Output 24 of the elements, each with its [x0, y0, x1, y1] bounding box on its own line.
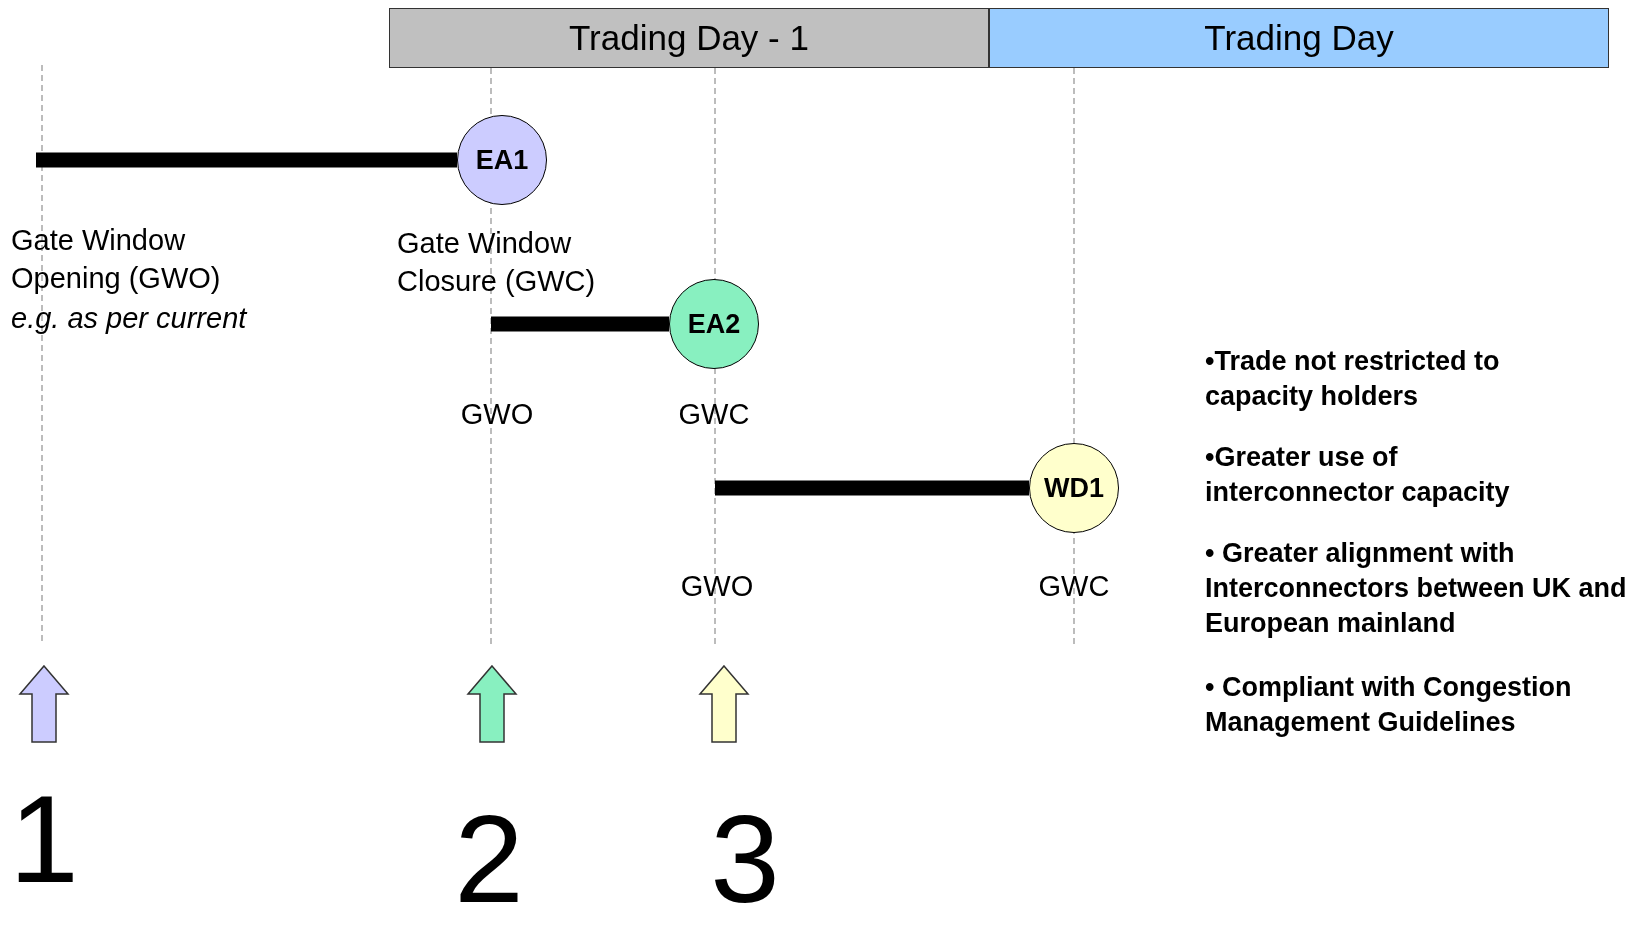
benefit-bullet: •Trade not restricted to capacity holders	[1205, 345, 1501, 414]
period-header-bar	[389, 8, 989, 68]
benefit-bullet: • Greater alignment with Interconnectors between UK and European mainland	[1205, 537, 1628, 641]
gate-label: GWC	[1038, 569, 1110, 604]
header-label: Trading Day - 1	[569, 18, 809, 58]
timeline-note: Gate Window Closure (GWC)	[397, 226, 597, 299]
period-header-bar	[989, 8, 1609, 68]
gate-label: GWO	[460, 397, 534, 432]
timeline-note: e.g. as per current	[11, 301, 249, 336]
benefit-bullet: •Greater use of interconnector capacity	[1205, 441, 1511, 510]
auction-label: WD1	[1044, 472, 1104, 504]
gate-label: GWC	[678, 397, 750, 432]
timeline-bar	[491, 316, 669, 332]
auction-label: EA1	[475, 144, 529, 176]
option-number: 2	[454, 790, 524, 928]
timeline-bar	[36, 152, 457, 168]
gate-label: GWO	[680, 569, 754, 604]
option-number: 3	[710, 790, 780, 928]
timeline-bar	[715, 480, 1029, 496]
option-number: 1	[9, 770, 79, 908]
header-label: Trading Day	[1204, 18, 1394, 58]
auction-label: EA2	[687, 308, 741, 340]
benefit-bullet: • Compliant with Congestion Management Guidelines	[1205, 671, 1573, 740]
timeline-note: Gate Window Opening (GWO)	[11, 223, 222, 296]
